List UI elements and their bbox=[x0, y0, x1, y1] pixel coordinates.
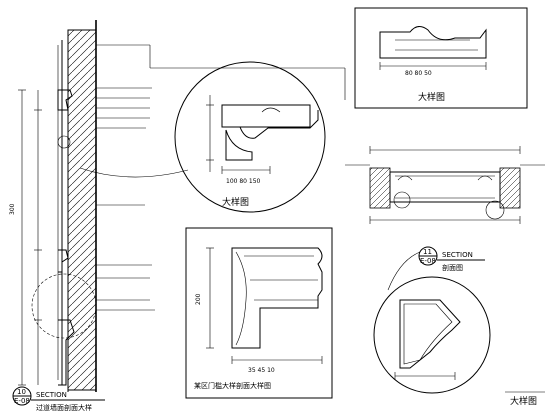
section-title: SECTION bbox=[36, 391, 67, 399]
door-section-title: 11 E-08 SECTION 剖面图 bbox=[418, 246, 485, 272]
detail-frame-top-right: 80 80 50 大样图 bbox=[354, 7, 528, 109]
center-dims: 35 45 10 bbox=[248, 367, 275, 374]
top-cornice bbox=[57, 89, 73, 111]
detail-circle-left: 100 80 150 大样图 bbox=[174, 61, 326, 213]
frame-caption: 大样图 bbox=[418, 91, 445, 103]
tag-number: 10 bbox=[17, 388, 26, 396]
cornice-block bbox=[221, 104, 311, 128]
annotation-leaders bbox=[96, 44, 155, 311]
center-caption: 某区门槛大样剖面大样图 bbox=[194, 381, 271, 390]
center-height-dim: 200 bbox=[195, 293, 202, 305]
detail-caption: 大样图 bbox=[510, 395, 537, 407]
section-caption: 过道墙面剖面大样 bbox=[36, 403, 92, 412]
wall-hatch bbox=[67, 29, 97, 391]
detail-frame-center: 200 35 45 10 某区门槛大样剖面大样图 bbox=[185, 227, 333, 399]
moulding-profile bbox=[379, 26, 487, 59]
threshold-profile bbox=[231, 247, 323, 349]
tag-number: 11 bbox=[423, 248, 432, 256]
door-section-right bbox=[345, 146, 545, 224]
tag-sheet: E-08 bbox=[420, 257, 436, 265]
section-caption: 剖面图 bbox=[442, 263, 463, 272]
base-skirting bbox=[58, 319, 75, 386]
main-section-title: 10 E-08 SECTION 过道墙面剖面大样 bbox=[12, 386, 105, 412]
detail-dims: 100 80 150 bbox=[226, 178, 261, 185]
detail-circle-bottom-right: 大样图 bbox=[373, 251, 545, 407]
detail-caption: 大样图 bbox=[222, 196, 249, 208]
tag-sheet: E-08 bbox=[14, 397, 30, 405]
section-title: SECTION bbox=[442, 251, 473, 259]
mid-moulding bbox=[58, 249, 69, 273]
main-wall-section: 300 bbox=[9, 20, 346, 392]
crown-profile bbox=[222, 110, 319, 139]
corner-profile bbox=[399, 299, 461, 369]
frame-dims: 80 80 50 bbox=[405, 70, 432, 77]
height-dimension: 300 bbox=[9, 203, 16, 215]
